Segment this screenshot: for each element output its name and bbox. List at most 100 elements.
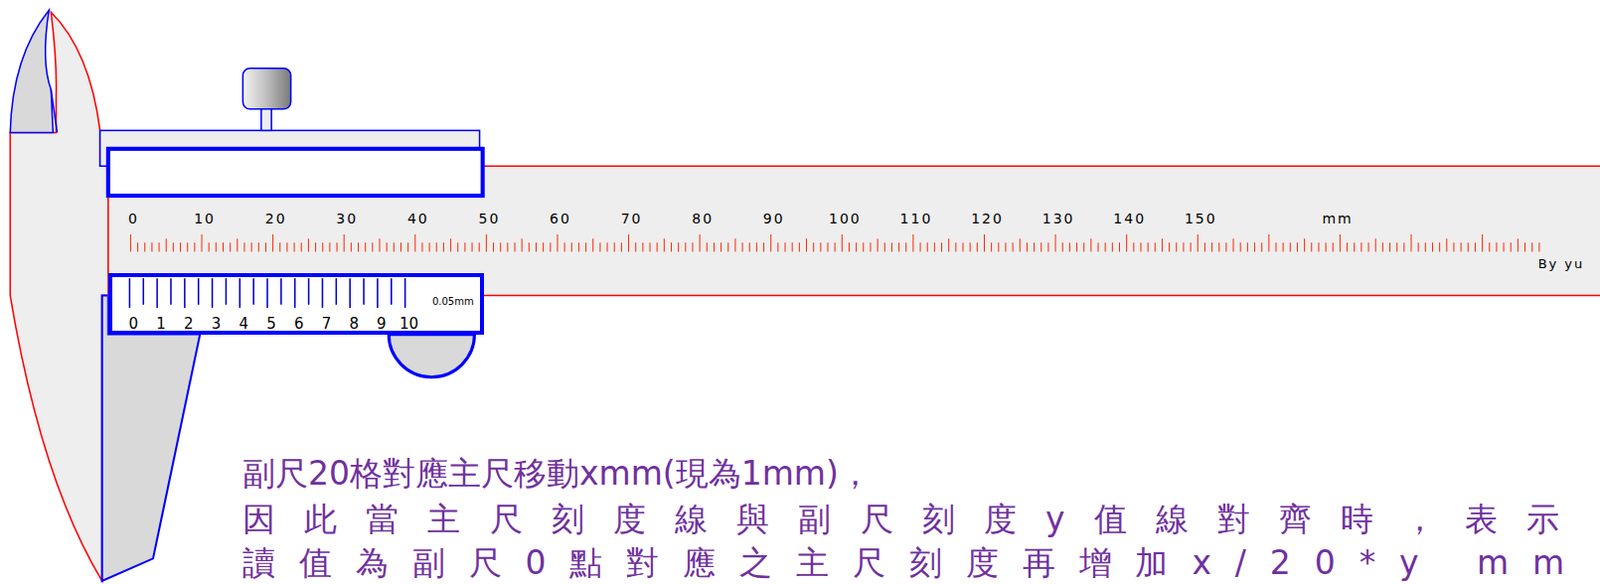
main-tick [812,242,814,252]
main-tick [621,242,623,252]
main-tick [1211,242,1213,252]
main-tick [1069,242,1071,252]
main-tick [528,242,530,252]
main-tick [243,242,245,252]
main-tick [1247,242,1249,252]
main-tick [656,242,658,252]
main-tick [1275,242,1277,252]
main-tick [215,242,217,252]
main-tick [1112,242,1114,252]
scale-number: 140 [1113,211,1146,226]
main-tick [336,242,338,252]
vernier-number: 6 [294,317,305,332]
main-tick [1076,242,1078,252]
main-tick [1460,242,1462,252]
main-tick [556,234,558,252]
main-tick [1524,242,1526,252]
main-tick [265,242,267,252]
main-tick [792,242,794,252]
vernier-tick [348,278,351,309]
main-tick [443,242,445,252]
main-tick [1055,234,1057,252]
main-tick [1474,242,1476,252]
scale-number: mm [1321,211,1353,226]
main-tick [599,242,601,252]
vernier-tick [129,278,132,309]
main-tick [990,242,992,252]
main-tick [884,242,886,252]
upper-jaw-tip [9,9,53,133]
vernier-number: 9 [376,317,387,332]
vernier-number: 5 [266,317,277,332]
main-tick [920,242,922,252]
main-tick [635,242,637,252]
main-tick [877,238,879,252]
scale-number: 90 [763,211,786,226]
main-tick [1368,242,1370,252]
main-tick [799,242,800,252]
main-tick [862,242,864,252]
main-tick [1240,242,1242,252]
main-tick [1495,242,1497,252]
main-tick [713,242,715,252]
main-tick [535,242,537,252]
vernier-tick [225,278,228,306]
scale-number: 130 [1042,211,1076,226]
main-tick [1147,242,1149,252]
main-tick [1004,242,1006,252]
main-tick [607,242,609,252]
scale-number: 120 [970,211,1004,226]
main-tick [756,242,758,252]
main-tick [869,242,871,252]
main-tick [378,238,380,252]
main-tick [961,242,963,252]
main-tick [1503,242,1505,252]
beam-edge [480,164,1600,167]
main-tick [1488,242,1490,252]
main-tick [472,242,474,252]
scale-number: 100 [828,211,862,226]
main-tick [1026,242,1028,252]
main-tick [1132,242,1134,252]
vernier-tick [362,278,365,306]
main-tick [1346,242,1348,252]
vernier-number: 3 [211,317,222,332]
scale-number: 150 [1184,211,1218,226]
main-tick [159,242,160,252]
main-tick [905,242,907,252]
main-tick [1332,242,1334,252]
main-tick [1261,242,1263,252]
main-tick [841,234,843,252]
vernier-number: 8 [348,317,359,332]
main-tick [934,242,936,252]
main-tick [294,242,296,252]
main-tick [357,242,359,252]
main-tick [891,242,893,252]
vernier-tick [197,278,200,306]
jaw-notch [50,89,57,133]
main-tick [592,238,594,252]
vernier-number: 0 [129,317,140,332]
main-tick [421,242,423,252]
main-tick [542,242,544,252]
main-tick [506,242,508,252]
vernier-number: 1 [156,317,166,332]
main-tick [393,242,395,252]
vernier-tick [376,278,379,309]
main-tick [1062,242,1064,252]
main-tick [927,242,929,252]
scale-number: 0 [128,211,140,226]
main-tick [400,242,402,252]
main-tick [464,242,466,252]
main-tick [208,242,210,252]
vernier-number: 7 [321,317,332,332]
main-tick [976,242,978,252]
main-tick [386,242,388,252]
main-tick [1481,234,1483,252]
main-tick [997,242,999,252]
main-tick [955,242,957,252]
main-tick [414,234,416,252]
vernier-tick [183,278,186,309]
main-tick [1090,238,1092,252]
main-tick [1403,242,1405,252]
